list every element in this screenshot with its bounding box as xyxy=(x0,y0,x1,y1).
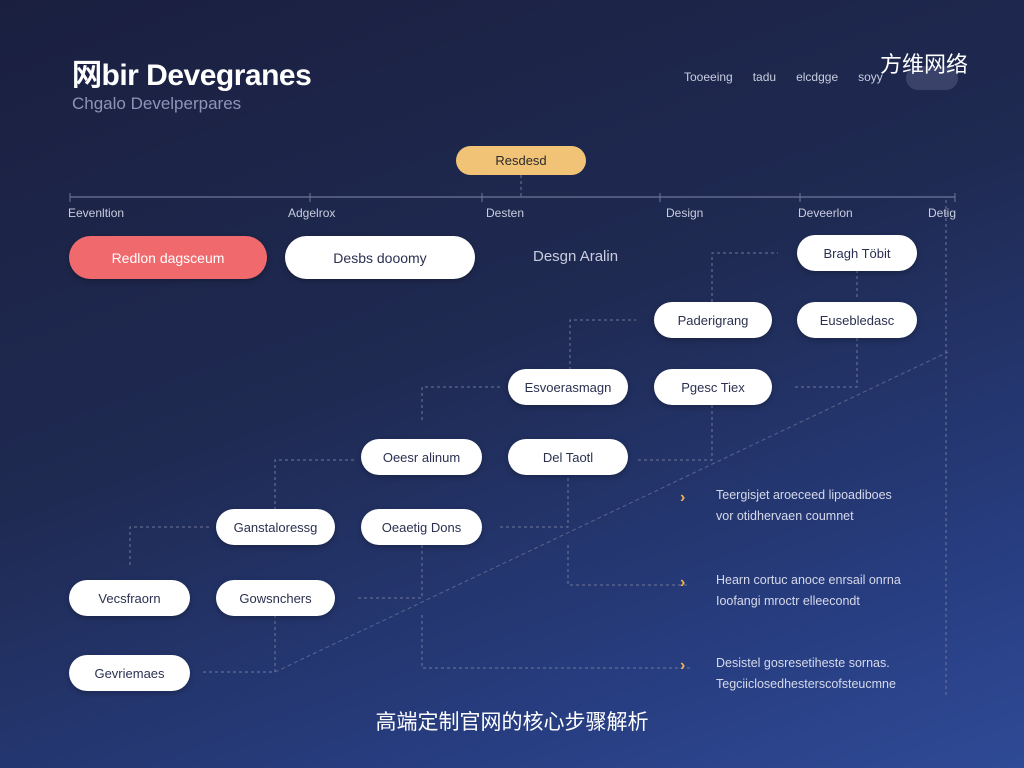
arrow-right-icon: › xyxy=(680,657,686,674)
node-12[interactable]: Vecsfraorn xyxy=(69,580,190,616)
watermark: 方维网络 xyxy=(880,52,969,77)
plain-label: Desgn Aralin xyxy=(533,248,619,265)
nav-item-1[interactable]: Tooeeing xyxy=(684,70,733,84)
node-8[interactable]: Oeesr alinum xyxy=(361,439,482,475)
note-3: Desistel gosresetiheste sornas. Tegciicl… xyxy=(716,653,896,695)
note-2-line-1: Hearn cortuc anoce enrsail onrna xyxy=(716,573,901,587)
node-5[interactable]: Eusebledasc xyxy=(797,302,917,338)
node-2[interactable]: Desbs dooomy xyxy=(285,236,475,279)
note-3-line-1: Desistel gosresetiheste sornas. xyxy=(716,656,890,670)
note-1-line-2: vor otidhervaen coumnet xyxy=(716,509,854,523)
phase-label-1: Eevenltion xyxy=(68,206,125,220)
phase-label-2: Adgelrox xyxy=(288,206,336,220)
root-node[interactable]: Resdesd xyxy=(456,146,586,175)
note-3-line-2: Tegciiclosedhesterscofsteucmne xyxy=(716,677,896,691)
arrow-right-icon: › xyxy=(680,574,686,591)
node-7[interactable]: Pgesc Tiex xyxy=(654,369,772,405)
phase-label-3: Desten xyxy=(486,206,525,220)
caption: 高端定制官网的核心步骤解析 xyxy=(375,711,649,734)
arrow-right-icon: › xyxy=(680,489,686,506)
node-11[interactable]: Oeaetig Dons xyxy=(361,509,482,545)
note-2: Hearn cortuc anoce enrsail onrna Ioofang… xyxy=(716,570,901,612)
top-nav: Tooeeing tadu elcdgge soyy xyxy=(684,70,883,84)
nav-item-2[interactable]: tadu xyxy=(752,70,777,84)
node-accent[interactable]: Redlon dagsceum xyxy=(69,236,267,279)
note-2-line-2: Ioofangi mroctr elleecondt xyxy=(716,594,860,608)
node-4[interactable]: Paderigrang xyxy=(654,302,772,338)
node-14[interactable]: Gevriemaes xyxy=(69,655,190,691)
node-10[interactable]: Ganstaloressg xyxy=(216,509,335,545)
nav-pill-button[interactable] xyxy=(906,66,958,90)
phase-label-5: Deveerlon xyxy=(798,206,853,220)
phase-label-6: Detig xyxy=(928,206,957,220)
node-6[interactable]: Esvoerasmagn xyxy=(508,369,628,405)
node-3[interactable]: Bragh Töbit xyxy=(797,235,917,271)
brand-title: 网bir Devegranes xyxy=(72,59,312,92)
nav-item-4[interactable]: soyy xyxy=(858,70,883,84)
phase-label-4: Design xyxy=(666,206,704,220)
brand-subtitle: Chgalo Develperpares xyxy=(72,94,242,113)
node-13[interactable]: Gowsnchers xyxy=(216,580,335,616)
node-9[interactable]: Del Taotl xyxy=(508,439,628,475)
note-1-line-1: Teergisjet aroeceed lipoadiboes xyxy=(716,488,892,502)
nav-item-3[interactable]: elcdgge xyxy=(796,70,839,84)
note-1: Teergisjet aroeceed lipoadiboes vor otid… xyxy=(716,485,892,527)
